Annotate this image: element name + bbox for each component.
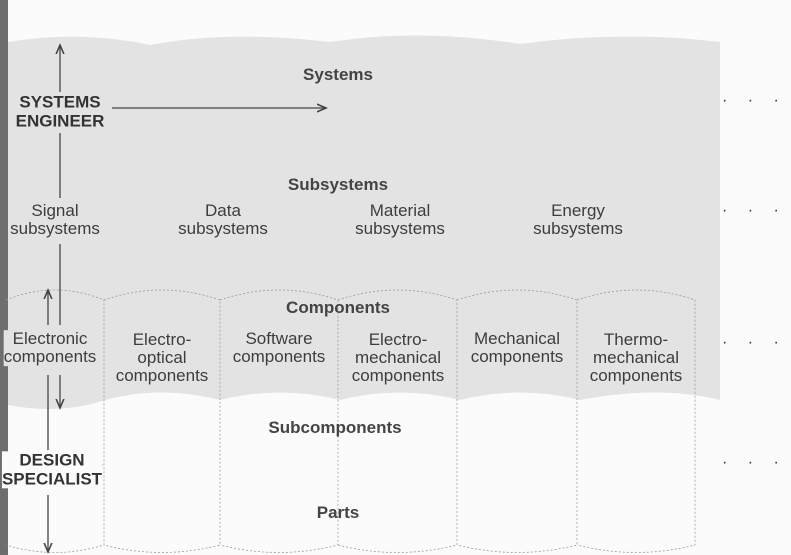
label-line: Energy <box>551 201 605 221</box>
label-line: subsystems <box>10 219 100 238</box>
label-line: components <box>470 347 564 366</box>
page-edge <box>0 0 8 555</box>
continuation-dots: · · · <box>722 92 787 109</box>
component-columns <box>5 289 696 553</box>
role-design-specialist: DESIGN SPECIALIST <box>1 450 103 489</box>
label-line: Thermo- <box>603 330 669 350</box>
level-components: Components <box>286 298 390 318</box>
role-systems-engineer: SYSTEMS ENGINEER <box>15 92 105 131</box>
role-line: SYSTEMS <box>19 92 101 112</box>
level-systems: Systems <box>303 65 373 85</box>
label-line: Signal <box>31 201 79 221</box>
role-line: ENGINEER <box>15 111 105 130</box>
label-line: mechanical <box>593 348 679 368</box>
label-line: Electro- <box>368 330 428 350</box>
label-line: Mechanical <box>474 329 560 349</box>
label-line: Material <box>369 201 431 221</box>
label-line: subsystems <box>178 219 268 238</box>
label-line: Electronic <box>12 329 88 349</box>
label-line: subsystems <box>533 219 623 238</box>
label-line: optical <box>137 348 187 368</box>
label-line: Electro- <box>132 330 192 350</box>
hierarchy-arrows <box>48 45 326 552</box>
continuation-dots: · · · <box>722 334 787 351</box>
label-line: components <box>589 365 683 385</box>
level-parts: Parts <box>316 503 360 523</box>
label-line: components <box>115 365 209 385</box>
label-line: subsystems <box>355 219 445 238</box>
role-line: SPECIALIST <box>1 469 103 488</box>
label-line: mechanical <box>355 348 441 368</box>
label-line: Software <box>245 329 313 349</box>
role-line: DESIGN <box>19 450 85 470</box>
level-subcomponents: Subcomponents <box>268 418 402 438</box>
continuation-dots: · · · <box>722 202 787 219</box>
label-line: components <box>232 347 326 366</box>
continuation-dots: · · · <box>722 454 787 471</box>
label-line: components <box>3 347 97 366</box>
level-subsystems: Subsystems <box>287 175 389 195</box>
systems-cloud <box>8 35 720 409</box>
label-line: Data <box>205 201 241 221</box>
label-line: components <box>351 365 445 385</box>
